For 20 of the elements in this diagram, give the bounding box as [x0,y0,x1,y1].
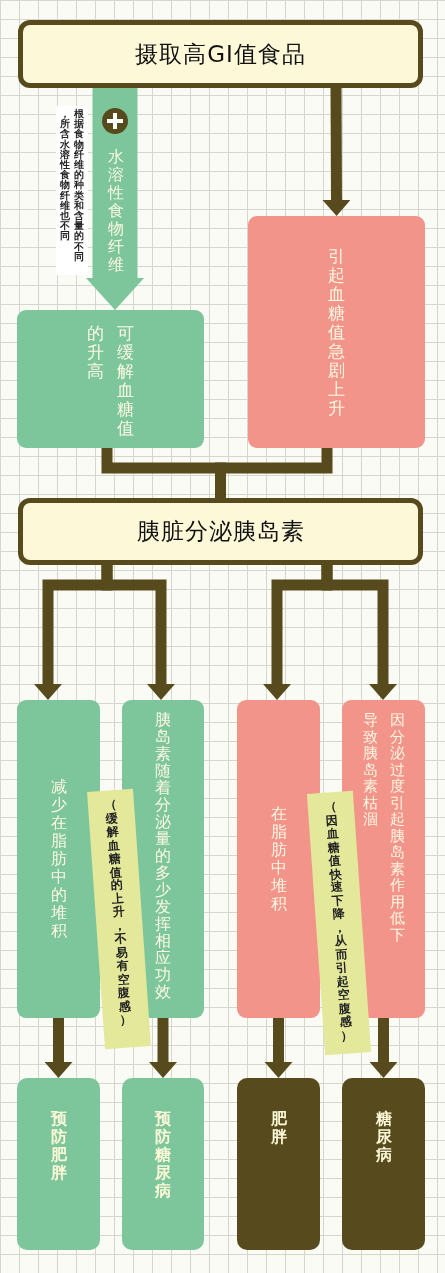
edge-label: 水溶性食物纤维 [104,148,127,274]
title-box: 胰脏分泌胰岛素 [18,498,423,565]
arrow [44,1018,73,1078]
arrow [264,1018,293,1078]
arrow [369,1018,398,1078]
side-note: 根据食物纤维的种类和含量的不同，所含水溶性食物纤维也不同 [56,106,88,276]
outcome-box: 糖尿病 [342,1078,425,1250]
outcome-box: 预防肥胖 [17,1078,100,1250]
result-box: 引起血糖值急剧上升 [248,216,425,448]
arrow [321,565,397,700]
arrow [86,88,144,310]
result-box: 可缓解血糖值的升高 [17,310,204,448]
outcome-box: 预防糖尿病 [122,1078,204,1250]
arrow [322,88,351,216]
arrow [149,1018,177,1078]
result-box: 减少在脂肪中的堆积 [17,700,100,1018]
arrow [101,565,175,700]
title-box: 摄取高GI值食品 [18,20,423,88]
outcome-box: 肥胖 [237,1078,320,1250]
result-box: 在脂肪中堆积 [237,700,320,1018]
